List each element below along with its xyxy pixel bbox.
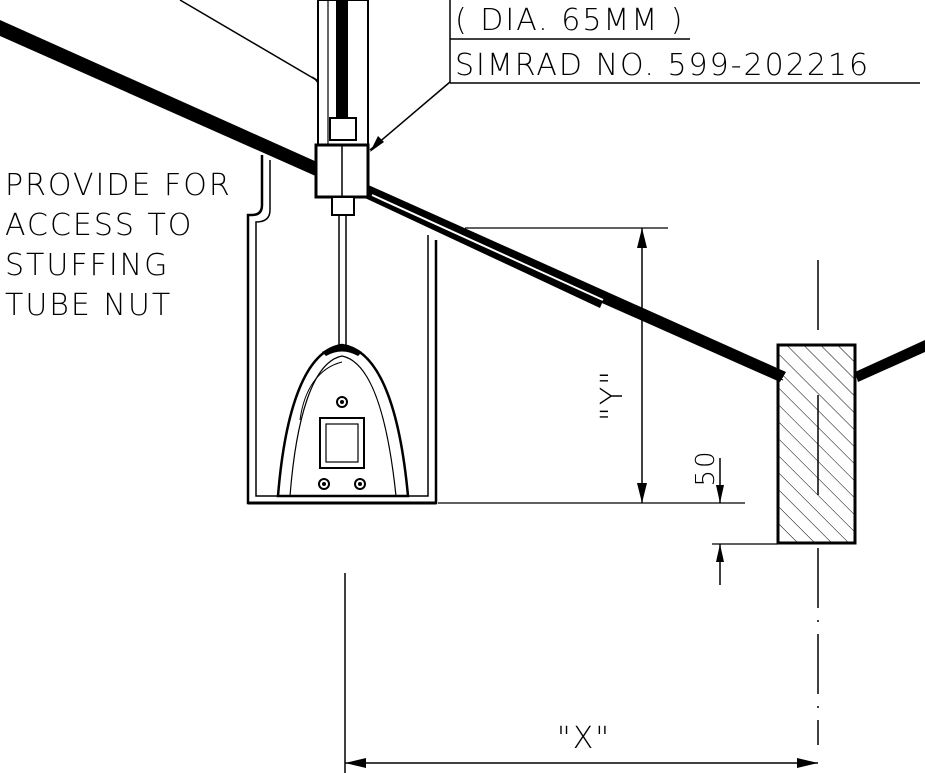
leader-arrow-top	[179, 0, 331, 89]
leader-arrow-nut	[369, 81, 451, 152]
note-line-4: TUBE NUT	[5, 288, 172, 323]
note-line-3: STUFFING	[5, 248, 169, 283]
dimension-offset	[712, 458, 778, 585]
keel-section	[776, 260, 857, 745]
dimension-y-label: "Y"	[595, 369, 630, 421]
dimension-x	[344, 573, 818, 773]
hull-plate	[0, 20, 925, 382]
transducer-body	[276, 343, 410, 498]
callout-part-number: SIMRAD NO. 599-202216	[455, 48, 870, 83]
dimension-offset-label: 50	[691, 449, 721, 486]
note-line-1: PROVIDE FOR	[5, 168, 232, 203]
dimension-y	[438, 227, 745, 504]
note-line-2: ACCESS TO	[5, 208, 193, 243]
callout-dia-text: ( DIA. 65MM )	[455, 3, 684, 38]
stuffing-tube	[314, 0, 370, 345]
transducer-tank	[246, 155, 438, 505]
callout-underlines	[449, 0, 920, 84]
dimension-x-label: "X"	[557, 721, 611, 756]
